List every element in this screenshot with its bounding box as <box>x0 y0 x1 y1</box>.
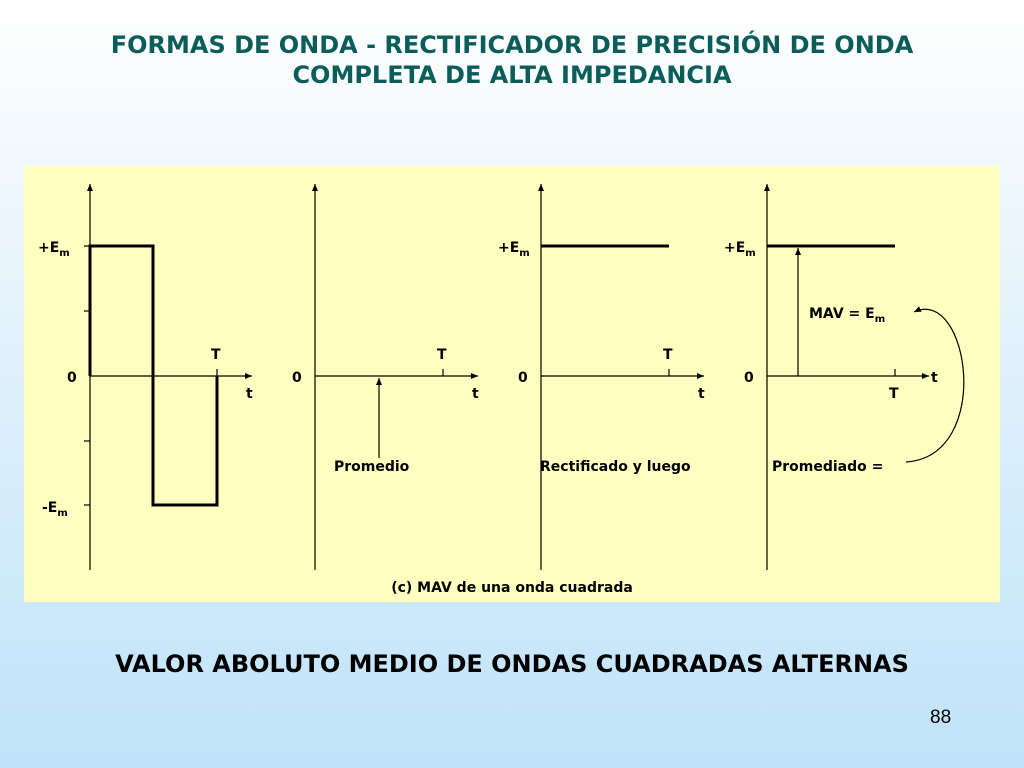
em-pos-label: +Em <box>38 240 70 259</box>
waveform-figure: +Em -Em 0 T t 0 T t Promedio +Em 0 T t <box>24 166 1000 602</box>
zero-label: 0 <box>67 370 77 386</box>
panel-mav: +Em 0 T t MAV = Em Promediado = <box>724 184 965 570</box>
em-pos-label: +Em <box>724 240 756 259</box>
promediado-label: Promediado = <box>772 459 883 475</box>
panel-rectified: +Em 0 T t Rectificado y luego <box>498 184 705 570</box>
figure-caption: (c) MAV de una onda cuadrada <box>391 580 633 596</box>
em-pos-label: +Em <box>498 240 530 259</box>
panel-square-wave: +Em -Em 0 T t <box>38 184 253 570</box>
mav-label: MAV = Em <box>809 306 885 325</box>
curved-arrow <box>905 306 965 463</box>
period-label: T <box>437 347 447 363</box>
time-label: t <box>246 386 253 402</box>
period-label: T <box>889 386 899 402</box>
promedio-label: Promedio <box>334 459 410 475</box>
period-label: T <box>663 347 673 363</box>
zero-label: 0 <box>518 370 528 386</box>
period-label: T <box>211 347 221 363</box>
square-wave-trace <box>88 244 219 507</box>
slide-subtitle: VALOR ABOLUTO MEDIO DE ONDAS CUADRADAS A… <box>115 650 909 678</box>
rectificado-label: Rectificado y luego <box>540 459 691 475</box>
time-label: t <box>472 386 479 402</box>
em-neg-label: -Em <box>42 500 68 519</box>
time-label: t <box>931 370 938 386</box>
waveform-diagram: +Em -Em 0 T t 0 T t Promedio +Em 0 T t <box>38 184 965 596</box>
page-title: FORMAS DE ONDA - RECTIFICADOR DE PRECISI… <box>110 31 914 89</box>
zero-label: 0 <box>744 370 754 386</box>
page-number: 88 <box>930 707 952 728</box>
zero-label: 0 <box>292 370 302 386</box>
time-label: t <box>698 386 705 402</box>
panel-average: 0 T t Promedio <box>292 184 479 570</box>
